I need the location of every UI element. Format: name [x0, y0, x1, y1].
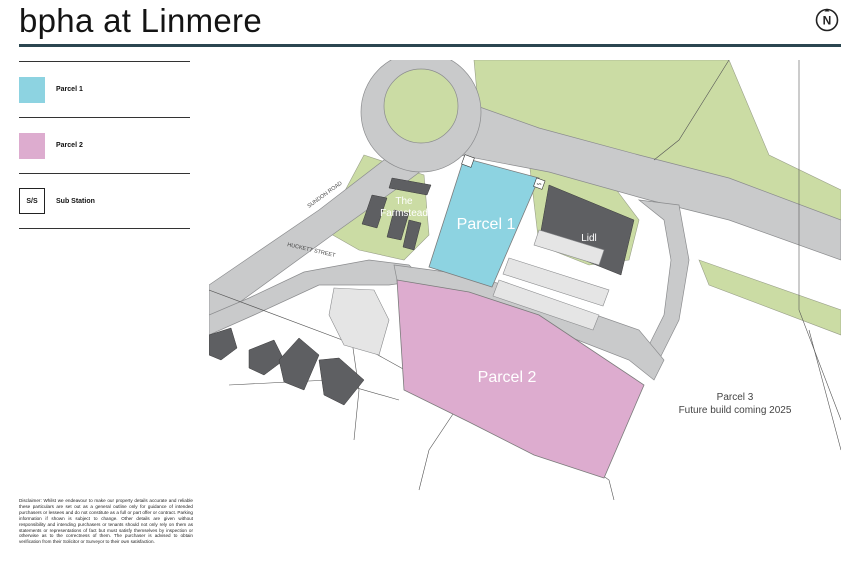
- parcel-3-label-line1: Parcel 3: [717, 392, 754, 403]
- sub-station-symbol: S/S: [19, 188, 45, 214]
- roundabout: [360, 60, 482, 173]
- parcel-1-label: Parcel 1: [457, 216, 516, 233]
- parcel-1-area: [428, 157, 540, 288]
- north-label: N: [823, 14, 832, 28]
- parcel-2-swatch: [19, 132, 45, 159]
- lidl-building: [538, 184, 635, 276]
- disclaimer-text: Disclaimer: Whilst we endeavour to make …: [19, 498, 193, 545]
- legend-item-sub-station: S/S Sub Station: [19, 173, 190, 229]
- parking-bays: [328, 229, 610, 356]
- farmstead-label-line2: Farmstead: [380, 208, 428, 219]
- parcel-1-swatch: [19, 76, 45, 103]
- legend-label: Parcel 2: [56, 142, 83, 149]
- header-divider: [19, 44, 841, 47]
- farmstead-label-line1: The: [395, 196, 413, 207]
- legend-item-parcel-1: Parcel 1: [19, 61, 190, 117]
- buildings: [209, 177, 635, 406]
- sub-station-label: S/S: [537, 182, 542, 186]
- north-arrow-icon: N: [815, 8, 839, 32]
- parcel-2-label: Parcel 2: [478, 369, 537, 386]
- legend-item-parcel-2: Parcel 2: [19, 117, 190, 173]
- parcel-3-label-line2: Future build coming 2025: [679, 405, 792, 416]
- legend: Parcel 1 Parcel 2 S/S Sub Station: [19, 61, 190, 229]
- parcel-2-area: [396, 279, 645, 479]
- page-title: bpha at Linmere: [19, 2, 262, 39]
- site-map: S/S Parcel 1 Parcel 2 Lidl The Farmstead…: [209, 60, 841, 500]
- sub-station-marker: S/S: [461, 154, 546, 190]
- legend-label: Parcel 1: [56, 86, 83, 93]
- lidl-label: Lidl: [581, 233, 597, 244]
- legend-label: Sub Station: [56, 197, 95, 205]
